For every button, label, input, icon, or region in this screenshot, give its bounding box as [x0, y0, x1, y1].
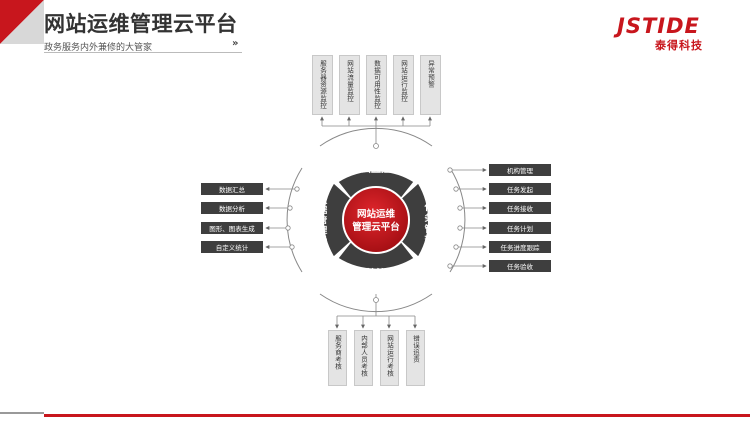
top-item-box: 服务器资源监控 — [312, 55, 333, 115]
bottom-item-box: 服务商考核 — [328, 330, 347, 386]
brand-logo-cn: 泰得科技 — [655, 39, 703, 52]
right-item-box: 任务发起 — [489, 183, 551, 195]
bottom-item-label: 网站运行考核 — [385, 335, 394, 377]
top-item-label: 网站流量监控 — [345, 60, 354, 102]
bottom-item-box: 错误追责 — [406, 330, 425, 386]
right-item-box: 任务接收 — [489, 202, 551, 214]
chevron-right-icon: » — [232, 38, 239, 49]
bottom-item-label: 错误追责 — [411, 335, 420, 363]
top-item-box: 网站运行监控 — [393, 55, 414, 115]
bottom-item-label: 内部人员考核 — [359, 335, 368, 377]
bottom-item-box: 内部人员考核 — [354, 330, 373, 386]
segment-left-label: 大 数 据 管 理 云 平 台 — [319, 185, 328, 266]
segment-bottom-label: 考核管理 — [356, 267, 396, 280]
brand-logo: JSTIDE — [617, 14, 700, 38]
top-item-label: 网站运行监控 — [399, 60, 408, 102]
svg-text:云: 云 — [319, 236, 328, 246]
svg-text:管: 管 — [319, 215, 328, 226]
svg-text:理: 理 — [424, 235, 433, 246]
page-title: 网站运维管理云平台 — [44, 12, 238, 36]
right-item-box: 机构管理 — [489, 164, 551, 176]
top-item-box: 网站流量监控 — [339, 55, 360, 115]
right-connectors — [450, 168, 487, 268]
svg-text:理: 理 — [319, 226, 328, 236]
right-item-box: 任务进度跟踪 — [489, 241, 551, 253]
top-item-label: 服务器资源监控 — [318, 60, 327, 109]
left-item-box: 自定义统计 — [201, 241, 263, 253]
svg-text:据: 据 — [319, 205, 328, 216]
center-label-line1: 网站运维 — [357, 208, 396, 220]
bottom-item-box: 网站运行考核 — [380, 330, 399, 386]
segment-right-label: 任 务 管 理 — [423, 201, 434, 246]
svg-text:数: 数 — [319, 195, 328, 206]
footer-red-bar — [44, 414, 750, 417]
right-item-box: 任务计划 — [489, 222, 551, 234]
center-label-line2: 管理云平台 — [352, 221, 400, 233]
svg-text:管: 管 — [424, 223, 433, 235]
svg-text:任: 任 — [423, 201, 433, 213]
bottom-item-label: 服务商考核 — [333, 335, 342, 370]
svg-text:平: 平 — [319, 246, 328, 256]
segment-top-label: 云监控 — [361, 162, 391, 175]
svg-text:务: 务 — [424, 212, 434, 224]
left-item-box: 数据汇总 — [201, 183, 263, 195]
top-item-label: 异常预警 — [426, 60, 435, 88]
svg-text:大: 大 — [319, 185, 328, 196]
left-connectors — [265, 187, 297, 249]
subtitle-divider — [44, 52, 242, 53]
header-corner-decoration — [0, 0, 44, 44]
footer-grey-bar — [0, 412, 44, 414]
top-item-box: 数据可用性监控 — [366, 55, 387, 115]
top-item-label: 数据可用性监控 — [372, 60, 381, 109]
top-item-box: 异常预警 — [420, 55, 441, 115]
right-item-box: 任务验收 — [489, 260, 551, 272]
page-subtitle: 政务服务内外兼修的大管家 — [44, 43, 153, 53]
center-circle — [342, 186, 410, 254]
svg-text:台: 台 — [319, 255, 328, 266]
left-item-box: 图形、图表生成 — [201, 222, 263, 234]
left-item-box: 数据分析 — [201, 202, 263, 214]
top-connectors — [320, 116, 432, 146]
